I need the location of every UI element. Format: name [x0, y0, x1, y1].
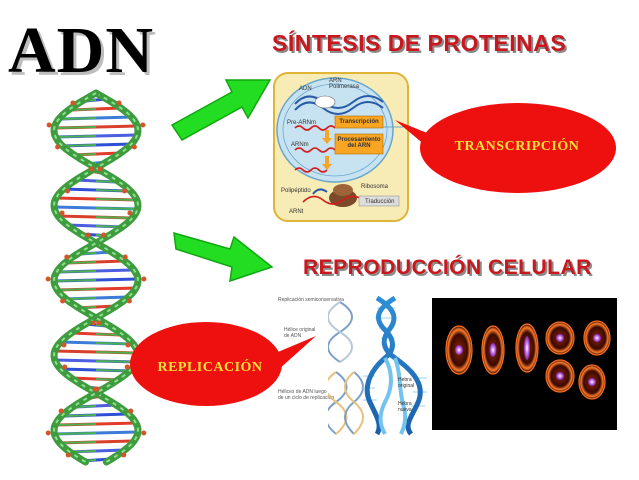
dna-phosphate: [55, 144, 61, 150]
dna-phosphate: [65, 452, 71, 458]
cell-division-micrograph: [432, 298, 617, 430]
dna-phosphate: [141, 430, 147, 436]
dna-phosphate: [62, 364, 68, 370]
section-heading-cell-reproduction: REPRODUCCIÓN CELULAR: [303, 256, 592, 279]
dna-base-pair: [56, 423, 97, 426]
label-adn: ADN: [299, 86, 312, 92]
dna-phosphate: [140, 122, 146, 128]
dna-base-pair: [54, 279, 97, 282]
dna-phosphate: [141, 276, 147, 282]
callout-transcription-label: TRANSCRIPCIÓN: [454, 139, 580, 154]
label-transcripcion-box: Transcripción: [339, 119, 379, 125]
dna-helix-icon: [45, 89, 147, 466]
dna-phosphate: [122, 254, 128, 260]
page-title: ADN: [8, 14, 154, 87]
dna-phosphate: [116, 100, 122, 106]
dna-strand-highlight: [53, 92, 139, 463]
dna-phosphate: [94, 386, 100, 392]
dna-phosphate: [45, 430, 51, 436]
dna-phosphate: [97, 166, 103, 172]
label-arn-polimerasa: ARN Polimerasa: [329, 78, 360, 90]
dna-phosphate: [59, 210, 65, 216]
label-traduccion: Traducción: [365, 199, 395, 205]
dna-helix-icon: [328, 301, 364, 435]
dna-phosphate: [85, 232, 91, 238]
dna-base-pair: [67, 261, 97, 264]
dna-strand-highlight: [53, 92, 139, 463]
label-hebra-nueva: Hebra nueva: [398, 401, 412, 413]
dna-phosphate: [70, 100, 76, 106]
label-arnm: ARNm: [291, 142, 309, 148]
dna-phosphate: [61, 342, 67, 348]
dna-base-pair: [95, 333, 121, 336]
dna-phosphate: [46, 122, 52, 128]
arrow-right-icon: [173, 231, 274, 283]
dna-base-pair: [54, 135, 97, 138]
dna-base-pair: [95, 207, 138, 210]
label-pre-arnm: Pre-ARNm: [287, 120, 317, 126]
dna-backbone: [45, 89, 147, 466]
dna-base-pair: [95, 342, 132, 345]
dna-phosphate: [122, 188, 127, 194]
dna-phosphate: [131, 144, 137, 150]
dna-base-pair: [57, 270, 97, 273]
dna-base-pair: [71, 108, 97, 111]
dna-phosphate: [90, 320, 96, 326]
dna-phosphate: [65, 188, 70, 194]
cell-icon: [445, 320, 611, 400]
dna-base-pairs: [54, 97, 138, 463]
dna-phosphate: [121, 452, 127, 458]
dna-phosphate: [96, 320, 102, 326]
ribosome-icon: [329, 184, 357, 207]
callout-replication-label: REPLICACIÓN: [157, 360, 263, 375]
cell-icon: [273, 72, 409, 222]
dna-phosphate: [101, 232, 107, 238]
label-ribosoma: Ribosoma: [361, 184, 389, 190]
arrow-right-icon: [170, 79, 272, 141]
dna-phosphate: [125, 342, 131, 348]
dna-phosphate: [58, 408, 64, 414]
dna-base-pair: [95, 351, 138, 354]
dna-phosphate: [60, 298, 66, 304]
dna-phosphate: [45, 276, 51, 282]
dna-phosphate: [127, 210, 133, 216]
callout-replication: [130, 322, 316, 406]
dna-base-pair: [63, 414, 97, 417]
dna-base-pair: [54, 432, 97, 435]
label-helices-luego: Hélices de ADN luego de un ciclo de repl…: [278, 389, 335, 401]
dna-phosphate: [126, 298, 132, 304]
label-polipeptido: Polipéptido: [281, 188, 311, 194]
dna-phosphate: [128, 408, 134, 414]
dna-phosphate: [89, 166, 95, 172]
dna-helix-icon: [361, 296, 427, 436]
dna-phosphate: [64, 254, 70, 260]
dna-base-pair: [60, 117, 97, 120]
dna-base-pair: [54, 126, 97, 129]
dna-base-pair: [56, 288, 97, 291]
section-heading-protein-synthesis: SÍNTESIS DE PROTEINAS: [272, 30, 567, 56]
callout-transcription: [395, 103, 616, 193]
label-procesamiento-box: Procesamiento del ARN: [337, 137, 381, 150]
dna-phosphate: [124, 364, 130, 370]
dna-base-pair: [95, 216, 135, 219]
dna-base-pair: [95, 198, 136, 201]
label-hebra-original: Hebra original: [398, 377, 415, 389]
label-arnt: ARNt: [289, 209, 304, 215]
label-helice-original: Hélice original de ADN: [284, 327, 316, 339]
replication-diagram: Replicación semiconservativa Hélice orig…: [278, 297, 350, 438]
label-semiconservativa: Replicación semiconservativa: [278, 297, 344, 303]
transcription-diagram: ADN ARN Polimerasa Pre-ARNm ARNm Transcr…: [273, 72, 409, 222]
dna-base-pair: [57, 441, 97, 444]
